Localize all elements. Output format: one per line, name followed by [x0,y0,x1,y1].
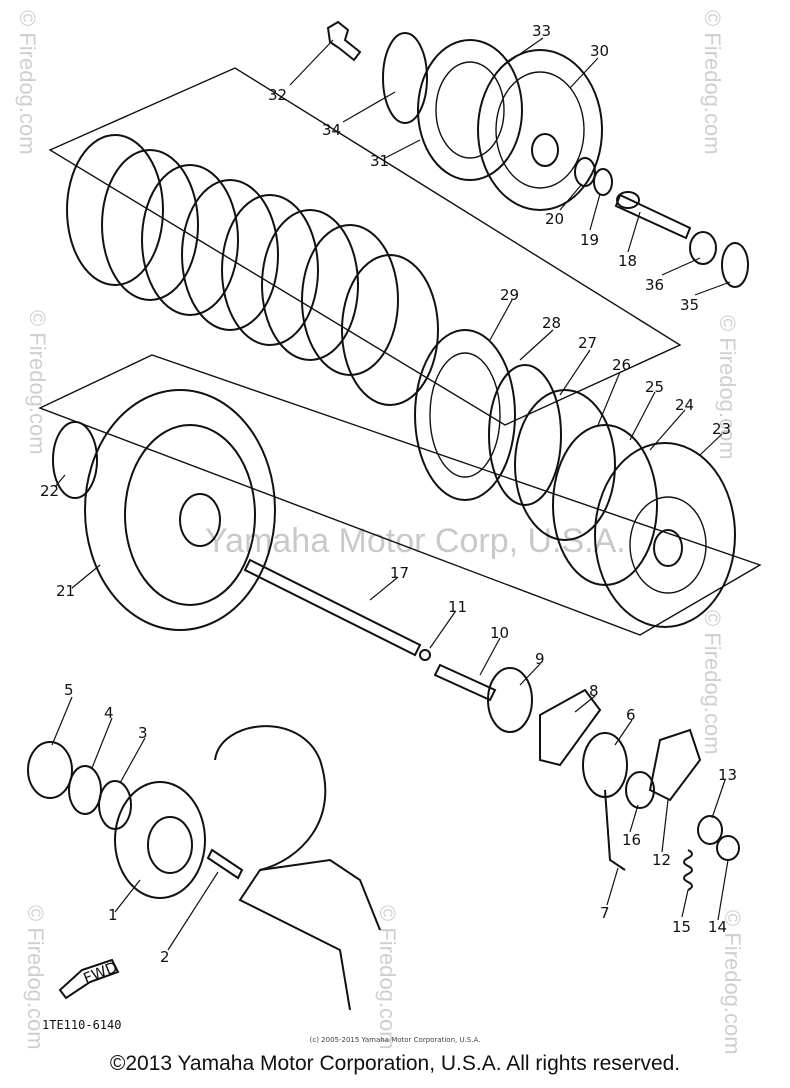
callout-9: 9 [535,650,545,668]
watermark-text: © Firedog.com [720,910,745,1055]
lock-washer [721,242,749,288]
callout-29: 29 [500,286,519,304]
push-plate [487,667,533,733]
callout-12: 12 [652,851,671,869]
crankshaft-silhouette [214,725,351,1011]
spring-plate [417,39,523,181]
callout-30: 30 [590,42,609,60]
clutch-boss [594,442,736,628]
small-copyright: (c) 2005-2015 Yamaha Motor Corporation, … [309,1036,481,1044]
callout-13: 13 [718,766,737,784]
callout-2: 2 [160,948,170,966]
callout-22: 22 [40,482,59,500]
callout-11: 11 [448,598,467,616]
fwd-arrow: FWD [58,958,120,1000]
clutch-housing-outer [84,389,276,631]
pressure-plate-assembly [326,20,749,288]
callout-7: 7 [600,904,610,922]
callout-16: 16 [622,831,641,849]
retainer-ring [382,32,428,124]
callout-24: 24 [675,396,694,414]
pressure-plate [477,49,603,211]
callout-6: 6 [626,706,636,724]
copyright-notice: ©2013 Yamaha Motor Corporation, U.S.A. A… [109,1052,681,1075]
callout-17: 17 [390,564,409,582]
primary-drive-gear [27,725,381,1011]
watermark-text: © Firedog.com [700,10,725,155]
clutch-group-outline [38,354,762,636]
callout-18: 18 [618,252,637,270]
spring [683,849,693,891]
clutch-boss-outer [594,442,736,628]
plate-group-outline [48,67,682,426]
leader-lines [51,37,731,951]
group-outlines [38,67,762,636]
callout-8: 8 [589,682,599,700]
drive-gear [114,781,206,899]
callout-5: 5 [64,681,74,699]
watermark-text: © Firedog.com [23,905,48,1050]
callout-26: 26 [612,356,631,374]
callout-labels: 1 2 3 4 5 6 7 8 9 10 11 12 13 14 15 16 1… [40,22,737,966]
push-rod [614,193,692,240]
callout-10: 10 [490,624,509,642]
friction-plate [414,329,516,501]
callout-27: 27 [578,334,597,352]
callout-35: 35 [680,296,699,314]
callout-1: 1 [108,906,118,924]
long-push-rod [243,558,422,657]
callout-4: 4 [104,704,114,722]
key [206,848,244,880]
circlip [52,421,98,499]
callout-36: 36 [645,276,664,294]
callout-34: 34 [322,121,341,139]
callout-14: 14 [708,918,727,936]
callout-3: 3 [138,724,148,742]
callout-21: 21 [56,582,75,600]
clutch-lever [648,728,702,802]
callout-19: 19 [580,231,599,249]
callout-25: 25 [645,378,664,396]
callout-32: 32 [268,86,287,104]
callout-23: 23 [712,420,731,438]
callout-31: 31 [370,152,389,170]
watermark-text: © Firedog.com [715,315,740,460]
fwd-label: FWD [81,958,120,988]
callout-33: 33 [532,22,551,40]
drawing-code: 1TE110-6140 [42,1018,122,1032]
watermark-text: © Firedog.com [15,10,40,155]
clutch-plate-stack [66,134,658,586]
callout-15: 15 [672,918,691,936]
watermark-text: © Firedog.com [25,310,50,455]
push-mechanism [243,558,740,891]
bolt [326,20,362,62]
callout-20: 20 [545,210,564,228]
clutch-housing [52,389,276,631]
callout-28: 28 [542,314,561,332]
watermark-text: © Firedog.com [700,610,725,755]
